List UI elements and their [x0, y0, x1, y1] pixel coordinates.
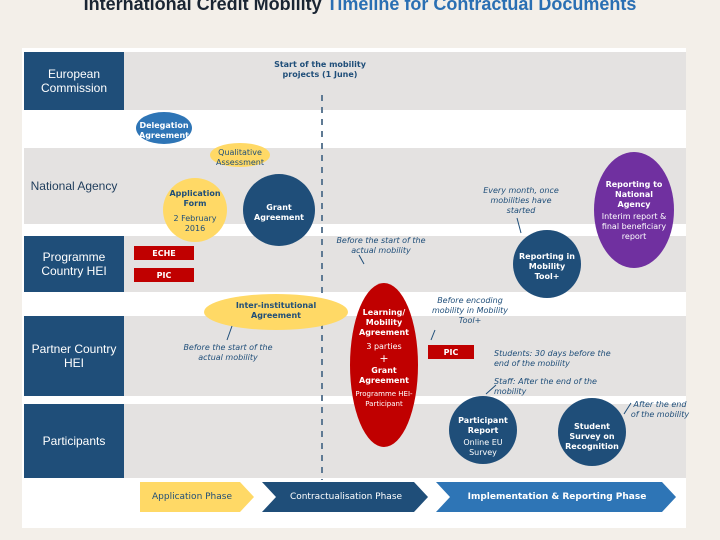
eche-label: ECHE: [152, 249, 176, 258]
connector: [359, 255, 364, 264]
pic-label-2: PIC: [444, 348, 459, 357]
application-date-label: 2 February 2016: [165, 214, 225, 234]
grant-agreement-label: Grant Agreement: [249, 203, 309, 223]
student-survey-label: Student Survey on Recognition: [562, 422, 622, 452]
application-form-label: Application Form: [165, 189, 225, 209]
reporting-mt-label: Reporting in Mobility Tool+: [515, 252, 579, 282]
reporting-na-sub-label: Interim report & final beneficiary repor…: [600, 212, 668, 242]
eche-box: ECHE: [134, 246, 194, 260]
delegation-agreement-label: Delegation Agreement: [136, 121, 192, 141]
pic-box-2: PIC: [428, 345, 474, 359]
reporting-na-label: Reporting to National Agency: [600, 180, 668, 210]
implementation-phase-label: Implementation & Reporting Phase: [450, 482, 664, 512]
learning-agreement-label: Learning/ Mobility Agreement: [356, 308, 412, 338]
pic-box-1: PIC: [134, 268, 194, 282]
start-label: Start of the mobility projects (1 June): [270, 60, 370, 80]
participant-report-label: Participant Report: [453, 416, 513, 436]
application-phase-label: Application Phase: [140, 482, 244, 512]
after-end-note: After the end of the mobility: [630, 400, 690, 420]
grant-agreement-2-label: Grant Agreement: [356, 366, 412, 386]
iia-label: Inter-institutional Agreement: [226, 301, 326, 321]
programme-participant-label: Programme HEI-Participant: [352, 389, 416, 409]
every-month-note: Every month, once mobilities have starte…: [480, 186, 562, 216]
before-start-note-1: Before the start of the actual mobility: [336, 236, 426, 256]
three-parties-label: 3 parties: [356, 342, 412, 352]
pic-label-1: PIC: [157, 271, 172, 280]
connector: [431, 330, 435, 340]
before-encoding-note: Before encoding mobility in Mobility Too…: [420, 296, 520, 326]
connector: [227, 326, 232, 340]
contractualisation-phase-label: Contractualisation Phase: [276, 482, 416, 512]
staff-note: Staff: After the end of the mobility: [494, 377, 620, 397]
qualitative-assessment-label: Qualitative Assessment: [210, 148, 270, 168]
students-note: Students: 30 days before the end of the …: [494, 349, 620, 369]
plus-label: +: [356, 353, 412, 365]
online-eu-survey-label: Online EU Survey: [460, 438, 506, 458]
connector: [517, 218, 521, 233]
before-start-note-2: Before the start of the actual mobility: [180, 343, 276, 363]
reporting-na-shape: [594, 152, 674, 268]
